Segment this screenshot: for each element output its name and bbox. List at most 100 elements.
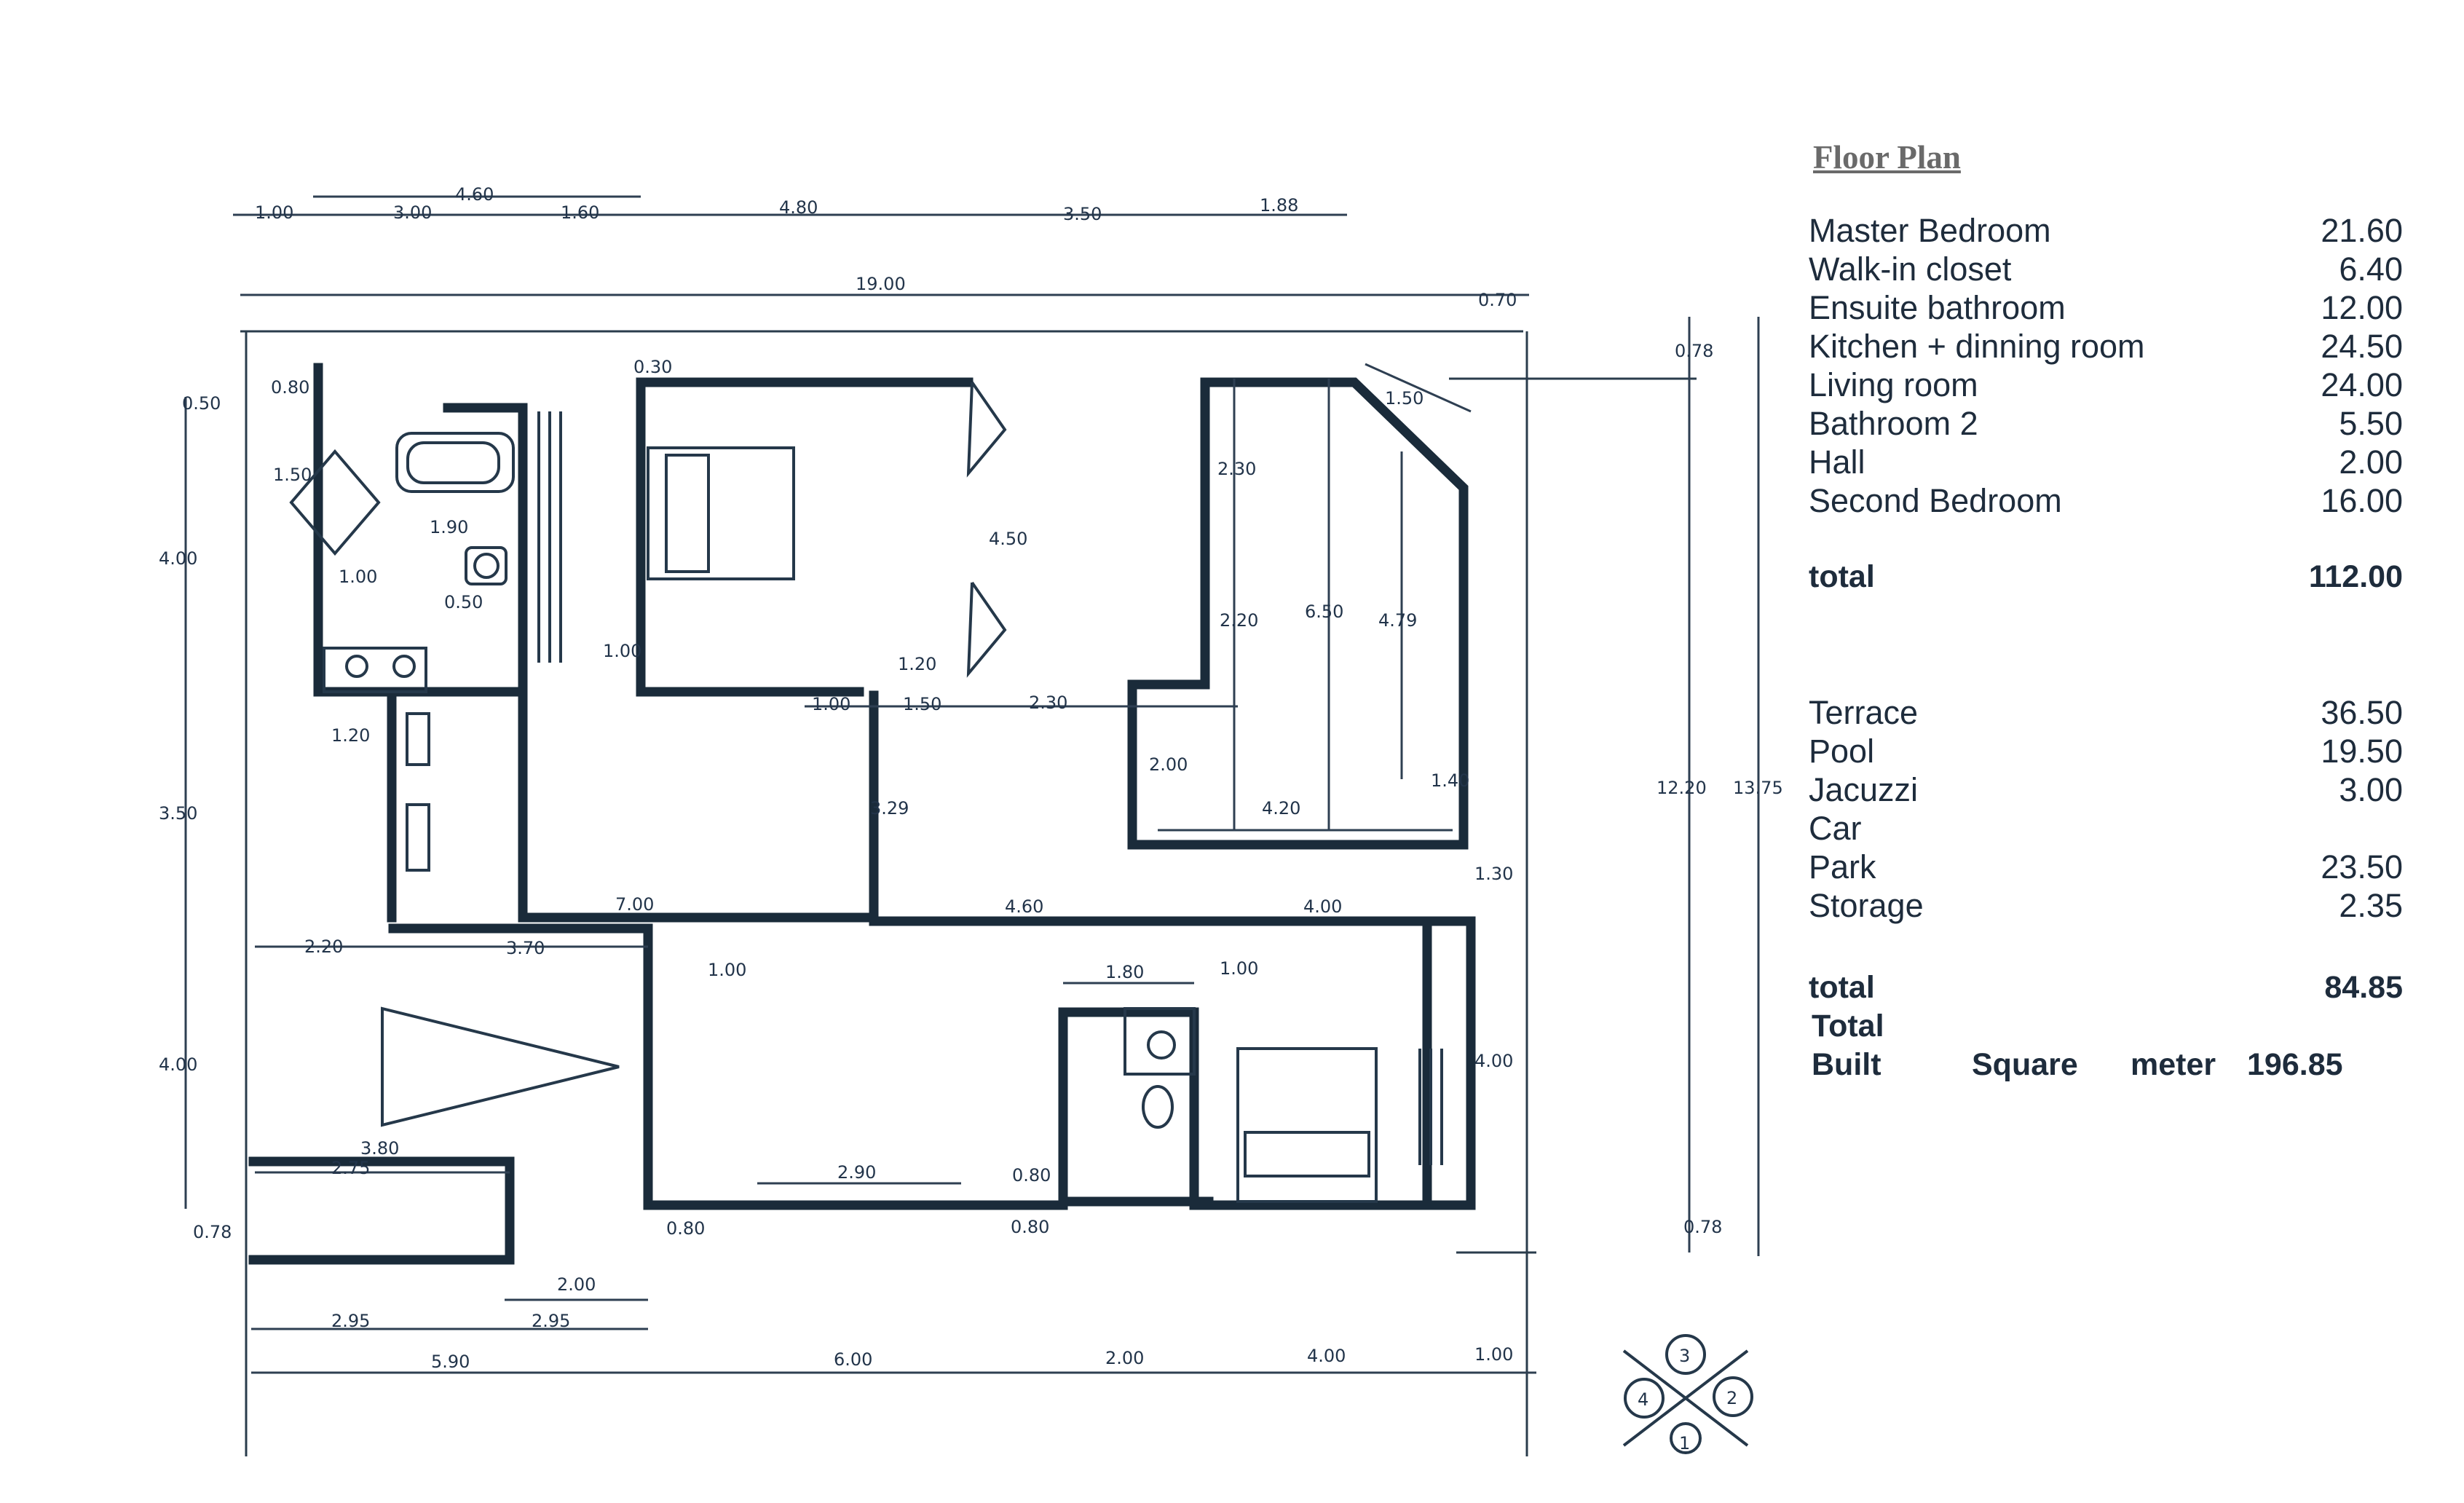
total-row-2: total 84.85 <box>1806 969 2403 1007</box>
dim-int-9: 1.50 <box>903 694 941 714</box>
outdoor-value: 3.00 <box>2339 771 2403 808</box>
total-label-1: total <box>1809 559 1875 594</box>
dim-int-23: 2.20 <box>304 936 343 957</box>
dim-int-22: 7.00 <box>615 894 654 915</box>
outdoor-name: Terrace <box>1809 694 1919 731</box>
dim-top-4: 4.80 <box>779 197 818 218</box>
dim-int-29: 1.00 <box>1220 958 1258 979</box>
dim-int-31: 3.80 <box>360 1138 399 1159</box>
dim-top-1: 1.00 <box>255 202 293 223</box>
dim-left-7: 0.78 <box>193 1222 232 1242</box>
dim-int-8: 1.00 <box>812 694 850 714</box>
dim-int-16: 2.00 <box>1149 754 1188 775</box>
dim-left-6: 4.00 <box>159 1054 197 1075</box>
outdoor-value: 36.50 <box>2321 694 2403 731</box>
compass-3: 3 <box>1679 1346 1690 1366</box>
dim-int-2: 1.00 <box>339 567 377 587</box>
dim-int-15: 4.79 <box>1378 610 1417 631</box>
dimension-labels: 1.00 3.00 1.60 4.80 3.50 1.88 4.60 19.00… <box>159 184 1783 1372</box>
dim-int-20: 1.30 <box>1474 864 1513 884</box>
grand-label-2: Built <box>1812 1047 1881 1082</box>
dim-bottom-4: 5.90 <box>431 1352 470 1372</box>
outdoor-name: Park <box>1809 848 1876 885</box>
outdoor-row: Terrace 36.50 <box>1806 693 2403 732</box>
dim-int-27: 1.00 <box>708 960 746 980</box>
dim-overall: 19.00 <box>856 274 906 294</box>
compass-icon: 3 2 1 4 <box>1622 1334 1753 1454</box>
room-row: Bathroom 2 5.50 <box>1806 404 2403 443</box>
table-title: Floor Plan <box>1813 139 1961 175</box>
grand-label-3: Square <box>1972 1047 2078 1082</box>
dim-top-6: 1.88 <box>1260 195 1298 216</box>
room-row: Walk-in closet 6.40 <box>1806 250 2403 288</box>
dim-int-17: 4.20 <box>1262 798 1300 818</box>
room-name: Kitchen + dinning room <box>1809 328 2145 365</box>
room-name: Living room <box>1809 366 1978 403</box>
room-value: 5.50 <box>2339 405 2403 442</box>
dim-int-21: 1.20 <box>331 725 370 746</box>
room-name: Second Bedroom <box>1809 482 2062 519</box>
dim-top-2: 3.00 <box>393 202 432 223</box>
outdoor-row: Pool 19.50 <box>1806 732 2403 770</box>
dim-left-2: 0.80 <box>271 377 309 398</box>
room-row: Kitchen + dinning room 24.50 <box>1806 327 2403 366</box>
dim-top-3: 1.60 <box>561 202 599 223</box>
room-name: Ensuite bathroom <box>1809 289 2066 326</box>
dim-int-5: 0.30 <box>633 357 672 377</box>
dim-left-3: 1.50 <box>273 465 312 485</box>
outdoor-value: 23.50 <box>2321 848 2403 885</box>
room-value: 24.00 <box>2321 366 2403 403</box>
dim-int-12: 2.30 <box>1217 459 1256 479</box>
fixtures <box>289 381 1443 1203</box>
dim-right-4: 0.78 <box>1683 1217 1722 1237</box>
boundary <box>240 330 1697 1456</box>
dim-int-14: 6.50 <box>1305 601 1343 622</box>
dim-left-1: 0.50 <box>182 393 221 414</box>
dim-bottom-2: 2.95 <box>331 1311 370 1331</box>
outdoor-row: Car <box>1806 809 2403 848</box>
dim-int-19: 1.40 <box>1431 770 1469 791</box>
dim-int-30: 4.00 <box>1474 1051 1513 1071</box>
dim-int-36: 0.80 <box>1011 1217 1049 1237</box>
room-value: 24.50 <box>2321 328 2403 365</box>
room-name: Walk-in closet <box>1809 250 2012 288</box>
outdoor-name: Jacuzzi <box>1809 771 1919 808</box>
outdoor-row: Jacuzzi 3.00 <box>1806 770 2403 809</box>
dim-int-1: 1.90 <box>430 517 468 537</box>
room-name: Master Bedroom <box>1809 212 2051 249</box>
grand-value: 196.85 <box>2247 1047 2343 1082</box>
dim-left-5: 3.50 <box>159 803 197 824</box>
dim-int-13: 2.20 <box>1220 610 1258 631</box>
dim-int-10: 2.30 <box>1029 693 1067 713</box>
room-value: 21.60 <box>2321 212 2403 249</box>
total-value-1: 112.00 <box>2308 559 2403 594</box>
dim-right-3: 13.75 <box>1733 778 1783 798</box>
outdoor-name: Storage <box>1809 887 1924 924</box>
outdoor-name: Car <box>1809 810 1862 847</box>
grand-total-row: Built Square meter 196.85 <box>1806 1046 2403 1084</box>
room-name: Hall <box>1809 443 1865 481</box>
outdoor-name: Pool <box>1809 733 1875 770</box>
dim-top-5: 3.50 <box>1063 204 1102 224</box>
dim-int-6: 4.50 <box>989 529 1027 549</box>
dim-left-4: 4.00 <box>159 548 197 569</box>
room-row: Hall 2.00 <box>1806 443 2403 481</box>
compass-2: 2 <box>1726 1388 1737 1408</box>
room-value: 6.40 <box>2339 250 2403 288</box>
dim-int-34: 0.80 <box>1012 1165 1051 1186</box>
total-label-2: total <box>1809 970 1875 1005</box>
grand-total-label-row: Total <box>1806 1007 2403 1046</box>
dim-right-2: 12.20 <box>1657 778 1707 798</box>
room-row: Master Bedroom 21.60 <box>1806 211 2403 250</box>
grand-label-4: meter <box>2131 1047 2216 1082</box>
outdoor-value: 19.50 <box>2321 733 2403 770</box>
room-row: Living room 24.00 <box>1806 366 2403 404</box>
dim-int-25: 4.60 <box>1005 896 1043 917</box>
room-name: Bathroom 2 <box>1809 405 1978 442</box>
dim-right-small: 0.70 <box>1478 290 1517 310</box>
room-value: 2.00 <box>2339 443 2403 481</box>
